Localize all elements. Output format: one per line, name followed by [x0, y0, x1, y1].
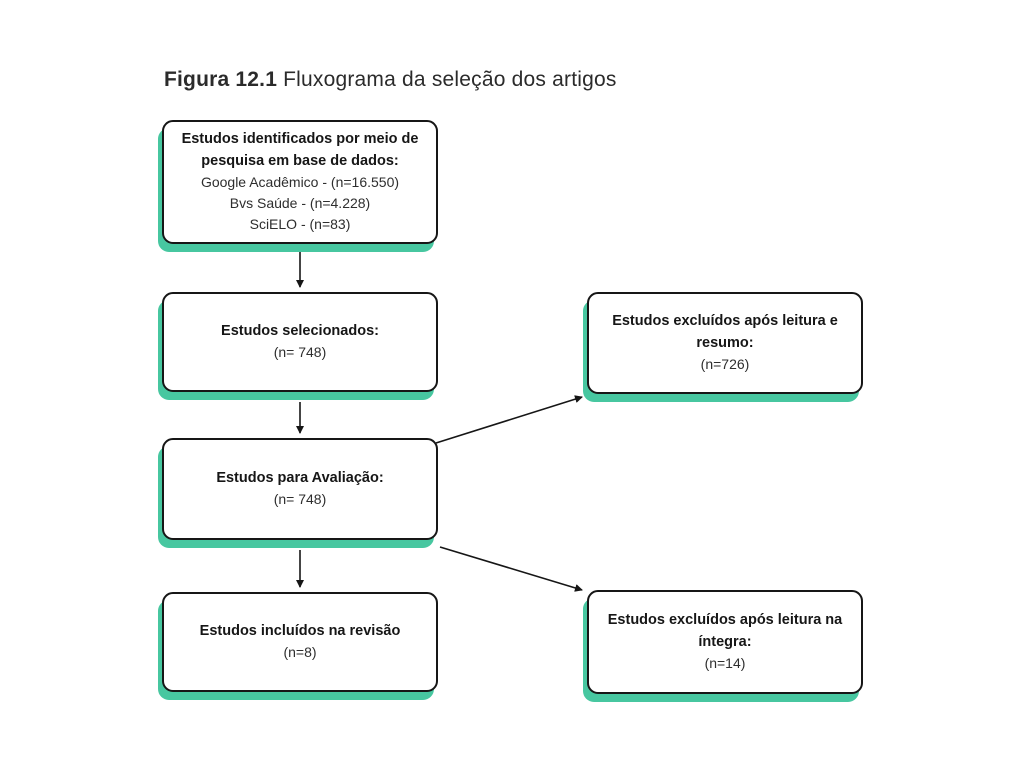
figure-number: Figura 12.1 [164, 68, 278, 91]
box-studies-for-evaluation: Estudos para Avaliação: (n= 748) [162, 438, 438, 540]
box-line: Bvs Saúde - (n=4.228) [229, 195, 371, 212]
figure-caption: Fluxograma da seleção dos artigos [277, 68, 617, 91]
box-heading: Estudos selecionados: [221, 322, 379, 339]
box-excluded-after-abstract: Estudos excluídos após leitura e resumo:… [587, 292, 863, 394]
box-excluded-after-fulltext: Estudos excluídos após leitura na íntegr… [587, 590, 863, 694]
box-studies-identified: Estudos identificados por meio de pesqui… [162, 120, 438, 244]
box-heading: Estudos para Avaliação: [216, 469, 384, 486]
box-heading: Estudos excluídos após leitura na íntegr… [607, 611, 843, 650]
box-line: (n= 748) [273, 344, 327, 361]
arrow-evaluation-to-excluded-fulltext [439, 546, 583, 592]
box-line: (n= 748) [273, 491, 327, 508]
page-title: Figura 12.1 Fluxograma da seleção dos ar… [164, 68, 617, 92]
box-studies-selected: Estudos selecionados: (n= 748) [162, 292, 438, 392]
box-heading: Estudos identificados por meio de pesqui… [181, 130, 419, 169]
box-heading: Estudos incluídos na revisão [199, 622, 401, 639]
box-line: (n=8) [283, 644, 317, 661]
box-studies-included: Estudos incluídos na revisão (n=8) [162, 592, 438, 692]
box-line: SciELO - (n=83) [249, 216, 351, 233]
arrow-evaluation-to-excluded-abstract [435, 395, 583, 444]
box-line: (n=726) [700, 356, 750, 373]
box-heading: Estudos excluídos após leitura e resumo: [612, 312, 838, 351]
box-line: Google Acadêmico - (n=16.550) [200, 174, 400, 191]
box-line: (n=14) [704, 655, 746, 672]
